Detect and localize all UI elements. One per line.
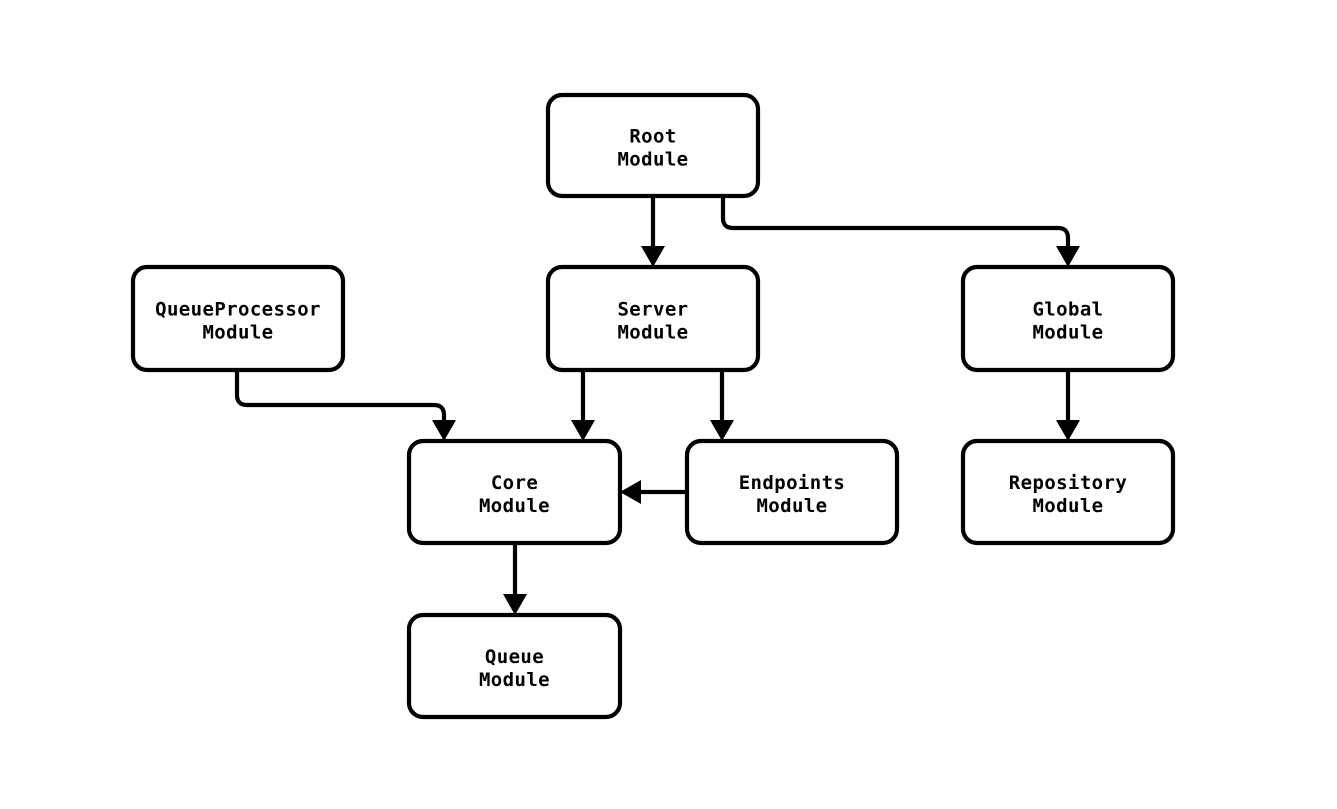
edge-queueprocessor-to-core xyxy=(234,370,456,441)
arrow-head-icon xyxy=(1056,246,1080,267)
nodes-layer: RootModuleQueueProcessorModuleServerModu… xyxy=(130,92,1176,720)
node-label-secondary: Module xyxy=(1032,495,1103,517)
node-label-secondary: Module xyxy=(617,322,688,344)
arrow-head-icon xyxy=(571,420,595,441)
edge-root-to-global xyxy=(720,196,1080,267)
node-label-primary: Root xyxy=(629,126,676,148)
node-box[interactable] xyxy=(960,264,1176,373)
node-label-primary: Repository xyxy=(1009,472,1127,494)
edge-line xyxy=(720,196,1071,252)
node-label-secondary: Module xyxy=(1032,322,1103,344)
node-label-primary: Server xyxy=(617,299,688,321)
node-label-secondary: Module xyxy=(617,149,688,171)
node-box[interactable] xyxy=(545,92,761,199)
node-label-primary: Endpoints xyxy=(739,472,846,494)
edge-server-to-endpoints xyxy=(710,370,734,441)
node-label-primary: Global xyxy=(1032,299,1103,321)
node-box[interactable] xyxy=(960,438,1176,546)
node-box[interactable] xyxy=(684,438,900,546)
node-box[interactable] xyxy=(130,264,346,373)
edge-endpoints-to-core xyxy=(620,480,687,504)
node-box[interactable] xyxy=(406,612,623,720)
edge-server-to-core xyxy=(571,370,595,441)
edge-root-to-server xyxy=(641,196,665,267)
arrow-head-icon xyxy=(1056,420,1080,441)
arrow-head-icon xyxy=(503,594,527,615)
node-label-secondary: Module xyxy=(756,495,827,517)
arrow-head-icon xyxy=(620,480,641,504)
arrow-head-icon xyxy=(641,246,665,267)
node-box[interactable] xyxy=(545,264,761,373)
node-label-primary: Core xyxy=(491,472,538,494)
edges-layer xyxy=(234,196,1080,615)
edge-line xyxy=(234,370,447,426)
arrow-head-icon xyxy=(432,420,456,441)
node-box[interactable] xyxy=(406,438,623,546)
edge-core-to-queue xyxy=(503,543,527,615)
node-label-primary: Queue xyxy=(485,646,544,668)
node-label-secondary: Module xyxy=(479,495,550,517)
edge-global-to-repository xyxy=(1056,370,1080,441)
node-label-primary: QueueProcessor xyxy=(155,299,321,321)
node-label-secondary: Module xyxy=(479,669,550,691)
arrow-head-icon xyxy=(710,420,734,441)
node-label-secondary: Module xyxy=(202,322,273,344)
